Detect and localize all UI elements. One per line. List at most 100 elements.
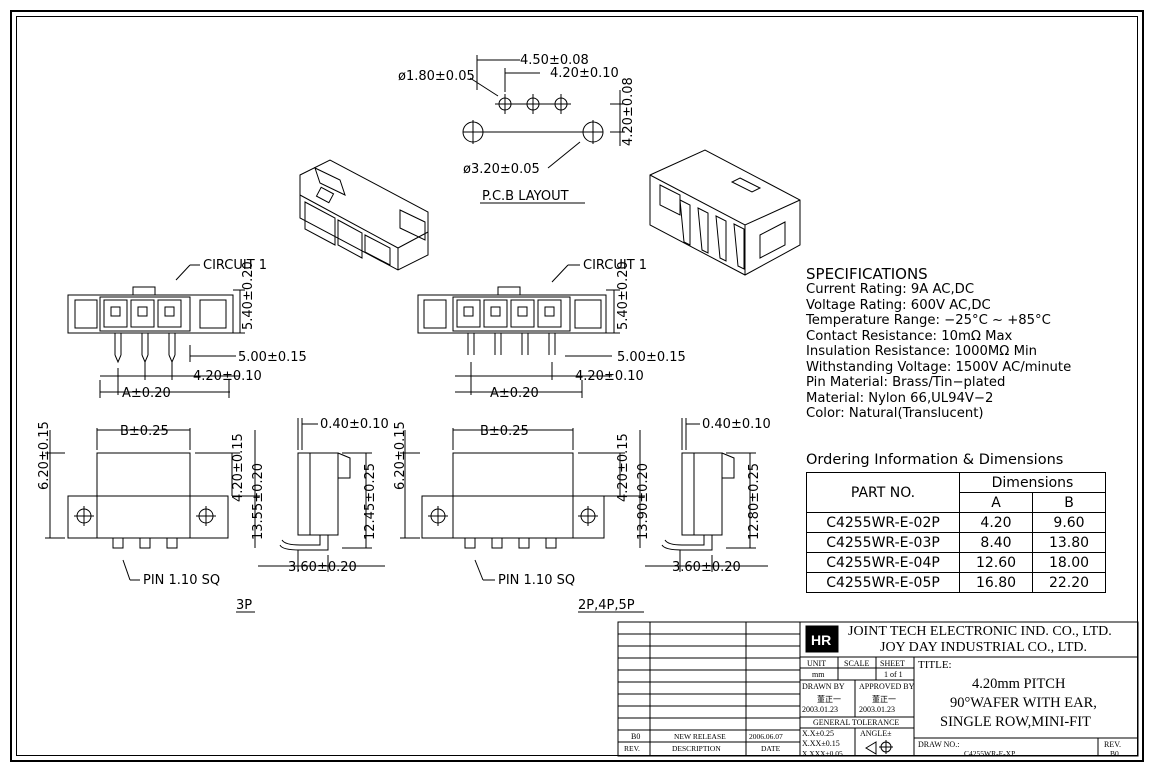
table-row: C4255WR-E-05P 16.80 22.20 [806,572,1106,593]
part-no-header: PART NO. [806,472,960,513]
top-view-4p [400,428,645,581]
pcb-layout-title: P.C.B LAYOUT [482,189,569,204]
tolerance-3: X.XXX±0.05 [802,749,843,758]
ordering-table: PART NO. Dimensions A B C4255WR-E-02P 4.… [806,472,1106,593]
left-side-h: 12.45±0.25 [363,463,378,540]
col-a-header: A [959,492,1033,513]
rev-label: REV. [1104,740,1121,749]
side-view-3p [258,418,385,572]
left-dim-b: B±0.25 [120,424,169,439]
sheet-value: 1 of 1 [884,670,903,679]
pcb-dim-hole-large: ø3.20±0.05 [463,162,540,177]
cell-b: 18.00 [1032,552,1106,573]
table-row: C4255WR-E-03P 8.40 13.80 [806,532,1106,553]
caption-3p: 3P [236,598,252,613]
cell-a: 8.40 [959,532,1033,553]
left-pin-offset: 5.00±0.15 [238,350,307,365]
tolerance-1: X.X±0.25 [802,729,834,738]
title-block-grid [617,621,1139,757]
circuit-label-left: CIRCUIT 1 [203,258,267,273]
cell-part: C4255WR-E-05P [806,572,960,593]
sheet-label: SHEET [880,659,905,668]
right-h2: 13.90±0.20 [636,463,651,540]
draw-no-label: DRAW NO.: [918,740,960,749]
spec-line: Temperature Range: −25°C ~ +85°C [806,313,1051,328]
company-name-1: JOINT TECH ELECTRONIC IND. CO., LTD. [848,624,1112,639]
left-flange: 6.20±0.15 [37,421,52,490]
left-dim-a: A±0.20 [122,386,171,401]
left-side-w: 3.60±0.20 [288,560,357,575]
left-pitch: 4.20±0.10 [193,369,262,384]
right-side-h: 12.80±0.25 [747,463,762,540]
history-description: NEW RELEASE [674,732,726,741]
right-height: 5.40±0.20 [616,261,631,330]
scale-label: SCALE [844,659,870,668]
specifications-title: SPECIFICATIONS [806,265,928,283]
circuit-label-right: CIRCUIT 1 [583,258,647,273]
pcb-dim-pitch-outer: 4.50±0.08 [520,53,589,68]
left-h2: 13.55±0.20 [251,463,266,540]
rev-column-header: REV. [624,744,640,753]
drawn-date: 2003.01.23 [802,705,838,714]
angle-label: ANGLE± [860,729,892,738]
unit-label: UNIT [807,659,827,668]
spec-line: Contact Resistance: 10mΩ Max [806,328,1013,344]
right-pin-offset: 5.00±0.15 [617,350,686,365]
drawn-by-name: 董正一 [817,695,841,704]
spec-line: Pin Material: Brass/Tin−plated [806,375,1006,390]
ordering-title: Ordering Information & Dimensions [806,452,1064,468]
right-pitch: 4.20±0.10 [575,369,644,384]
cell-b: 22.20 [1032,572,1106,593]
pcb-dim-pitch-inner: 4.20±0.10 [550,66,619,81]
rev-value: B0 [1110,749,1119,758]
left-height: 5.40±0.20 [241,261,256,330]
tolerance-label: GENERAL TOLERANCE [813,718,900,727]
table-row: C4255WR-E-02P 4.20 9.60 [806,512,1106,533]
right-pin-label: PIN 1.10 SQ [498,573,575,588]
cell-a: 16.80 [959,572,1033,593]
table-row: C4255WR-E-04P 12.60 18.00 [806,552,1106,573]
iso-view-front [299,159,429,271]
spec-line: Withstanding Voltage: 1500V AC/minute [806,359,1072,375]
left-h1: 4.20±0.15 [231,433,246,502]
cell-part: C4255WR-E-02P [806,512,960,533]
spec-line: Voltage Rating: 600V AC,DC [806,297,991,313]
cell-b: 13.80 [1032,532,1106,553]
top-view-3p [45,428,260,581]
front-view-4p [417,264,620,398]
right-side-w: 3.60±0.20 [672,560,741,575]
drawing-border-inner [16,16,1138,756]
pcb-dim-hole-small: ø1.80±0.05 [398,69,475,84]
unit-value: mm [812,670,825,679]
pcb-dim-vertical: 4.20±0.08 [621,77,636,146]
right-dim-b: B±0.25 [480,424,529,439]
cell-part: C4255WR-E-04P [806,552,960,573]
description-column-header: DESCRIPTION [672,744,721,753]
drawn-by-label: DRAWN BY [802,682,845,691]
spec-line: Color: Natural(Translucent) [806,406,984,421]
cell-a: 12.60 [959,552,1033,573]
company-name-2: JOY DAY INDUSTRIAL CO., LTD. [880,640,1088,655]
approved-by-name: 董正一 [872,695,896,704]
right-h1: 4.20±0.15 [616,433,631,502]
right-flange: 6.20±0.15 [393,421,408,490]
front-view-3p [67,264,245,398]
cell-part: C4255WR-E-03P [806,532,960,553]
drawing-border-outer [10,10,1144,762]
spec-line: Current Rating: 9A AC,DC [806,282,975,297]
drawing-title-3: SINGLE ROW,MINI-FIT [940,714,1091,730]
title-label: TITLE: [918,659,952,671]
drawing-title-1: 4.20mm PITCH [972,676,1066,692]
side-view-4p [645,418,768,572]
history-rev: B0 [631,732,641,741]
spec-line: Material: Nylon 66,UL94V−2 [806,390,994,406]
approved-by-label: APPROVED BY [859,682,915,691]
date-column-header: DATE [761,744,781,753]
dimensions-header: Dimensions [959,472,1106,493]
spec-line: Insulation Resistance: 1000MΩ Min [806,344,1037,359]
draw-no-value: C4255WR-E-XP [964,749,1016,758]
approved-date: 2003.01.23 [859,705,895,714]
cell-a: 4.20 [959,512,1033,533]
left-pin-label: PIN 1.10 SQ [143,573,220,588]
